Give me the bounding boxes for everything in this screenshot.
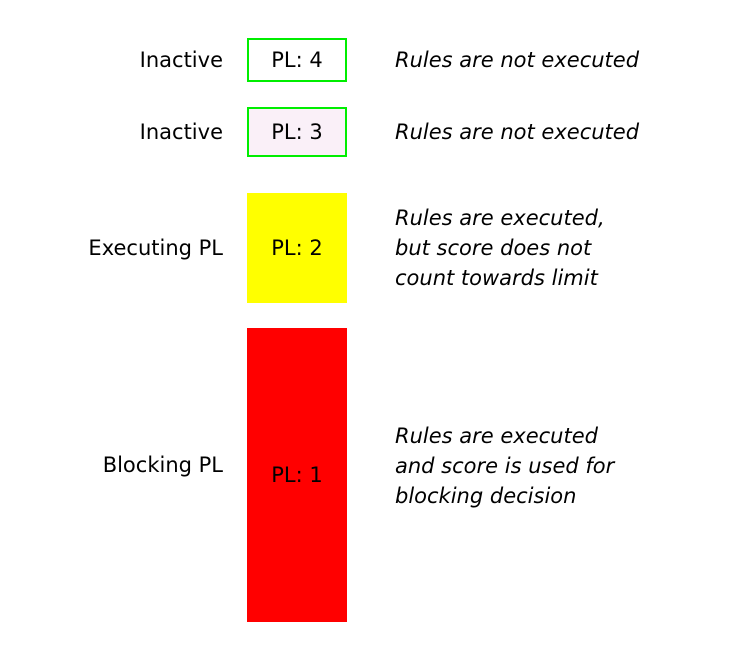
pl-box-label-pl1: PL: 1 bbox=[271, 463, 323, 487]
description-line: Rules are executed bbox=[395, 424, 598, 448]
pl-box-label-pl2: PL: 2 bbox=[271, 236, 323, 260]
pl-box-label-pl4: PL: 4 bbox=[271, 48, 323, 72]
description-pl1: Rules are executed and score is used for… bbox=[395, 421, 725, 511]
status-label-pl3: Inactive bbox=[139, 120, 223, 144]
description-pl2: Rules are executed, but score does not c… bbox=[395, 203, 725, 293]
pl-box-pl2: PL: 2 bbox=[247, 193, 347, 303]
status-label-pl2: Executing PL bbox=[88, 236, 223, 260]
pl-box-pl3: PL: 3 bbox=[247, 107, 347, 157]
status-label-pl4: Inactive bbox=[139, 48, 223, 72]
description-pl4: Rules are not executed bbox=[395, 45, 725, 75]
description-line: Rules are executed, bbox=[395, 206, 605, 230]
description-line: Rules are not executed bbox=[395, 120, 640, 144]
status-label-pl1: Blocking PL bbox=[102, 453, 223, 477]
description-line: Rules are not executed bbox=[395, 48, 640, 72]
description-line: count towards limit bbox=[395, 266, 598, 290]
pl-box-pl4: PL: 4 bbox=[247, 38, 347, 82]
description-line: and score is used for bbox=[395, 454, 615, 478]
description-pl3: Rules are not executed bbox=[395, 117, 725, 147]
description-line: blocking decision bbox=[395, 484, 577, 508]
pl-box-label-pl3: PL: 3 bbox=[271, 120, 323, 144]
description-line: but score does not bbox=[395, 236, 592, 260]
pl-box-pl1: PL: 1 bbox=[247, 328, 347, 622]
